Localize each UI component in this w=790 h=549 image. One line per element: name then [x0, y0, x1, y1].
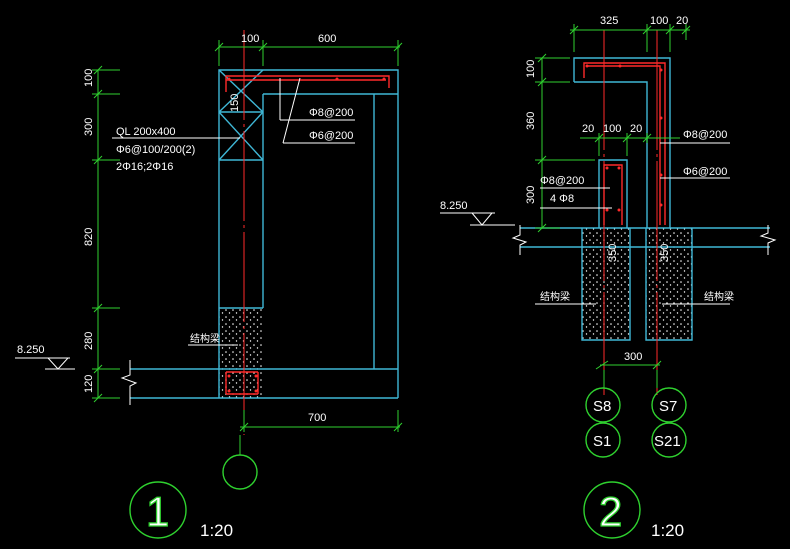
axis-label-s7: S7 — [659, 398, 677, 415]
axis-label-s8: S8 — [593, 398, 611, 415]
dim-left-280: 280 — [83, 332, 95, 350]
detail-2-scale: 1:20 — [651, 521, 684, 540]
beam-fill-a — [582, 228, 630, 340]
axis-label-s1: S1 — [593, 433, 611, 450]
dim-top-600: 600 — [318, 33, 336, 45]
detail-1-number-circle — [129, 481, 187, 539]
axis-label-s21: S21 — [654, 433, 681, 450]
axis-circle-s1[interactable] — [585, 422, 621, 458]
dim2-mid-20a: 20 — [582, 123, 594, 135]
elevation-label-2: 8.250 — [440, 200, 468, 212]
beam-label-1: QL 200x400 — [116, 126, 176, 138]
dim2-left-300: 300 — [525, 186, 537, 204]
elevation-label: 8.250 — [17, 344, 45, 356]
detail-1-leaders — [15, 77, 355, 370]
dim-left-300: 300 — [83, 118, 95, 136]
axis-circle-s8[interactable] — [585, 387, 621, 423]
rebar-label-2: Φ6@200 — [309, 130, 353, 142]
break-symbol-right — [759, 225, 777, 255]
rebar-label-1: Φ8@200 — [309, 107, 353, 119]
detail-2-outline — [520, 57, 770, 341]
dim-left-820: 820 — [83, 228, 95, 246]
detail-1-outline — [130, 69, 399, 399]
rebar2-label-3: Φ8@200 — [540, 175, 584, 187]
dim2-350-a: 350 — [607, 244, 619, 262]
structural-beam-label-a: 结构梁 — [540, 290, 570, 303]
detail-2-rebar — [583, 30, 666, 395]
axis-circle-s21[interactable] — [651, 422, 687, 458]
structural-beam-label: 结构梁 — [190, 332, 220, 345]
rebar2-label-1: Φ8@200 — [683, 129, 727, 141]
dim2-top-20: 20 — [676, 15, 688, 27]
detail-1-number: 1 — [146, 488, 169, 535]
dim2-350-b: 350 — [659, 244, 671, 262]
structural-beam-label-b: 结构梁 — [704, 290, 734, 303]
detail-2: 325 100 20 100 360 300 20 100 20 350 350… — [440, 15, 777, 540]
dim2-mid-100: 100 — [603, 123, 621, 135]
axis-circle-blank[interactable] — [222, 454, 258, 490]
rebar-dots — [227, 77, 386, 393]
dim2-top-325: 325 — [600, 15, 618, 27]
break-symbol — [120, 360, 138, 405]
dim2-left-360: 360 — [525, 112, 537, 130]
dim2-mid-20b: 20 — [630, 123, 642, 135]
detail-2-leaders — [440, 142, 730, 305]
rebar2-label-2: Φ6@200 — [683, 166, 727, 178]
detail-1-scale: 1:20 — [200, 521, 233, 540]
detail-2-number: 2 — [599, 488, 622, 535]
dim2-top-100: 100 — [650, 15, 668, 27]
axis-circles — [585, 387, 687, 458]
detail-1-rebar — [225, 30, 390, 435]
dim-bottom-700: 700 — [308, 412, 326, 424]
dim-left-120: 120 — [83, 375, 95, 393]
detail-1: 100 600 100 300 820 280 120 150 700 8.25… — [15, 30, 403, 540]
dim2-left-100: 100 — [525, 60, 537, 78]
detail-2-number-circle — [583, 481, 641, 539]
beam-label-3: 2Φ16;2Φ16 — [116, 161, 173, 173]
dim2-bottom-300: 300 — [624, 351, 642, 363]
detail-2-rebar-dots — [585, 64, 663, 212]
break-symbol-left — [511, 225, 528, 255]
axis-circle-s7[interactable] — [651, 387, 687, 423]
detail-2-dimensions — [535, 24, 691, 388]
dim-top-100: 100 — [241, 33, 259, 45]
beam-label-2: Φ6@100/200(2) — [116, 144, 195, 156]
dim-150: 150 — [229, 94, 241, 112]
dim-left-100: 100 — [83, 69, 95, 87]
detail-1-dimensions — [92, 40, 403, 432]
rebar2-label-4: 4 Φ8 — [550, 193, 574, 205]
